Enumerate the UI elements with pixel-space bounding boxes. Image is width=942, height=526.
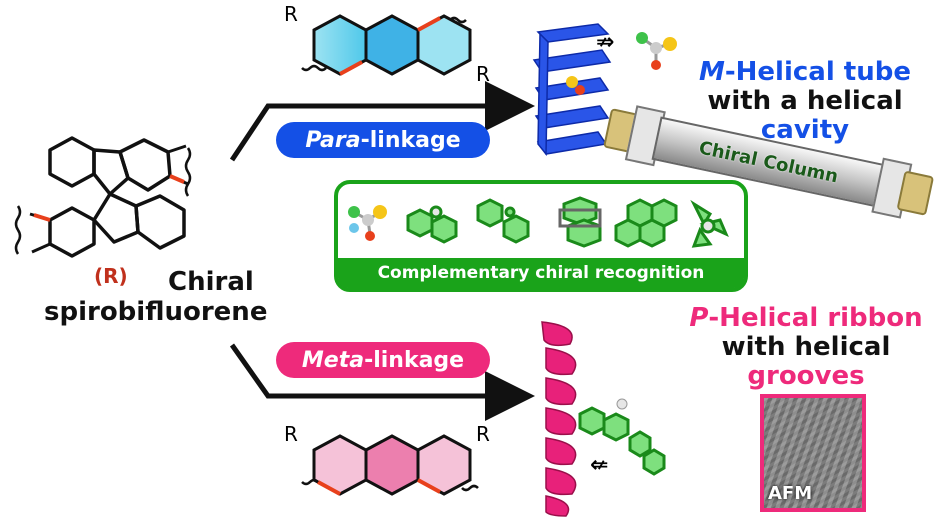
para-linkage-pill: Para-linkage xyxy=(276,122,490,158)
bound-guest-models xyxy=(578,398,666,476)
para-substituent-1: R xyxy=(284,2,298,26)
tube-title-line2: with a helical xyxy=(707,86,903,116)
tube-title-line1: -Helical tube xyxy=(724,57,911,87)
para-pill-italic: Para xyxy=(305,127,361,153)
recognition-caption: Complementary chiral recognition xyxy=(338,258,744,288)
analyte-icons xyxy=(348,196,729,248)
ribbon-title-line1: -Helical ribbon xyxy=(708,303,923,333)
helical-ribbon-title: P-Helical ribbon with helical grooves xyxy=(676,304,936,391)
para-pill-rest: -linkage xyxy=(360,127,461,153)
no-binding-icon: ⇏ xyxy=(596,30,615,55)
ribbon-title-line2: with helical xyxy=(721,332,891,362)
stereo-descriptor: (R) xyxy=(94,264,128,288)
afm-label: AFM xyxy=(768,483,813,504)
afm-image: AFM xyxy=(760,394,866,512)
chiral-recognition-box: Complementary chiral recognition xyxy=(334,180,748,292)
meta-pill-rest: -linkage xyxy=(364,347,465,373)
para-acene-structure xyxy=(301,14,472,76)
helical-tube-title: M-Helical tube with a helical cavity xyxy=(680,58,930,145)
spirobifluorene-structure xyxy=(14,136,192,258)
analyte-ball-model xyxy=(348,205,387,241)
arrow-to-para xyxy=(229,81,535,162)
ribbon-title-italic: P xyxy=(689,303,709,333)
arrow-to-meta xyxy=(229,343,535,421)
meta-substituent-1: R xyxy=(284,422,298,446)
meta-linkage-pill: Meta-linkage xyxy=(276,342,490,378)
analyte-green-structures xyxy=(406,196,729,248)
para-substituent-2: R xyxy=(476,62,490,86)
meta-substituent-2: R xyxy=(476,422,490,446)
tube-title-italic: M xyxy=(699,57,725,87)
molecule-name-line1: Chiral xyxy=(168,267,254,297)
ribbon-title-line3: grooves xyxy=(747,361,865,391)
no-binding-icon-bottom: ⇏ xyxy=(590,452,609,477)
helical-ribbon-model xyxy=(541,321,577,517)
helical-tube-model xyxy=(532,23,612,157)
tube-title-line3: cavity xyxy=(760,115,850,145)
molecule-name-line2: spirobifluorene xyxy=(44,297,268,327)
meta-pill-italic: Meta xyxy=(301,347,365,373)
chiral-guest-icon xyxy=(636,32,677,70)
meta-acene-structure xyxy=(301,434,479,496)
afm-texture xyxy=(764,398,862,508)
